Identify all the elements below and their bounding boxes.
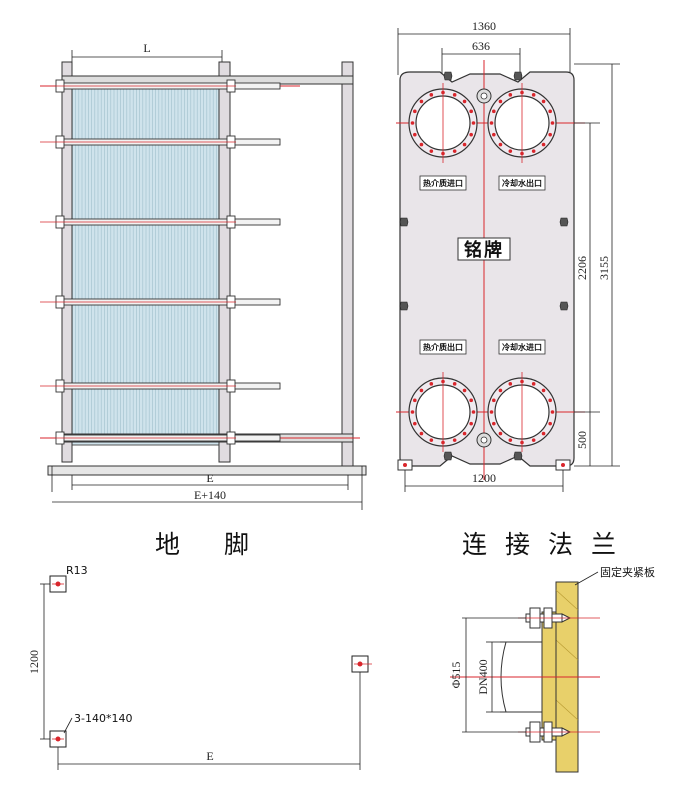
dim-total-height-label: 3155 (597, 256, 611, 280)
dim-port-spacing-label: 636 (472, 39, 490, 53)
tightening-bolts (40, 79, 281, 445)
foot-dim-horizontal-label: E (206, 749, 213, 763)
base-frame (47, 465, 367, 476)
flange-dim-inner-label: DN400 (476, 659, 490, 694)
nameplate-label: 铭牌 (464, 239, 504, 261)
dim-bottom-label: 500 (575, 431, 589, 449)
radius-label: R13 (66, 564, 88, 577)
dim-e140-label: E+140 (194, 488, 226, 502)
nameplate-box (457, 237, 511, 261)
clamping-plate-label: 固定夹紧板 (600, 565, 655, 579)
dim-e-label: E (206, 471, 213, 485)
flange-section-title: 连接法兰 (462, 530, 634, 559)
label-hot-inlet: 热介质进口 (423, 178, 463, 188)
front-view: L E E+140 (40, 41, 367, 510)
flange-detail: 固定夹紧板 Φ515 DN400 (449, 565, 655, 773)
dim-width-label: 1360 (472, 19, 496, 33)
label-hot-outlet: 热介质出口 (423, 342, 463, 352)
fixed-frame-plate (61, 61, 73, 463)
flange-dim-outer-label: Φ515 (449, 662, 463, 689)
dim-l-label: L (143, 41, 150, 55)
foot-layout: R13 1200 3-140*140 E (27, 564, 372, 770)
label-coolant-outlet: 冷却水出口 (502, 178, 542, 188)
foot-dim-vertical-label: 1200 (27, 650, 41, 674)
label-coolant-inlet: 冷却水进口 (502, 342, 542, 352)
foot-section-title: 地 脚 (155, 530, 267, 559)
dim-port-height-label: 2206 (575, 256, 589, 280)
foot-pad-label: 3-140*140 (74, 712, 132, 725)
body-guide-bolts (399, 71, 569, 461)
pressure-plate (218, 61, 231, 463)
dim-base-width-label: 1200 (472, 471, 496, 485)
side-view: 1360 636 热介质进口 冷却水出口 热介质出口 冷却水进口 铭牌 (396, 19, 620, 492)
port-flanges (408, 83, 557, 452)
support-column (341, 61, 354, 473)
